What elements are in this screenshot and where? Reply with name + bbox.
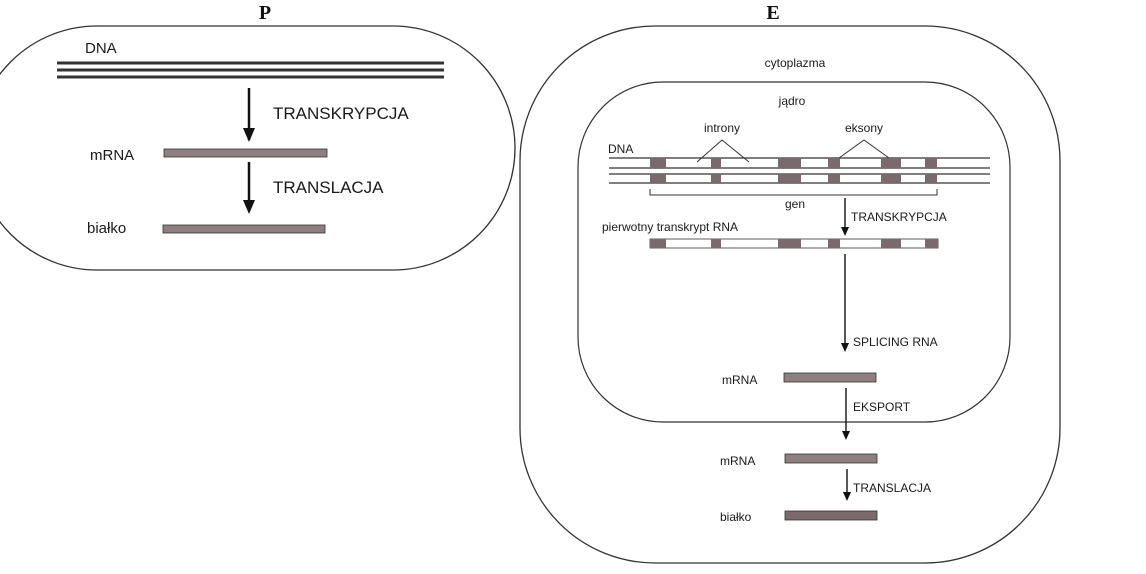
cytoplasm-mrna-bar: [784, 453, 878, 464]
nucleus-outline: [577, 81, 1011, 423]
nuclear-mrna-label: mRNA: [722, 373, 757, 387]
gene-label: gen: [785, 197, 805, 211]
cytoplasm-label: cytoplazma: [765, 56, 826, 70]
prokaryote-cell-outline: [0, 25, 516, 271]
prokaryote-heading: P: [259, 2, 271, 24]
eukaryote-translation-label: TRANSLACJA: [853, 481, 931, 495]
prokaryote-dna-label: DNA: [85, 40, 117, 57]
primary-transcript-bar: [649, 238, 939, 249]
prokaryote-protein-label: białko: [87, 220, 126, 237]
eukaryote-cell-outline: [519, 25, 1061, 564]
splicing-arrowhead: [841, 343, 849, 352]
prokaryote-mrna-bar: [163, 148, 328, 158]
eukaryote-protein-label: białko: [720, 510, 752, 524]
introns-label: introny: [704, 121, 740, 135]
prokaryote-dna-strands: [57, 61, 444, 79]
eukaryote-translation-arrowhead: [843, 492, 851, 501]
export-arrowhead: [842, 431, 850, 440]
export-label: EKSPORT: [853, 400, 911, 414]
eukaryote-dna-label: DNA: [608, 142, 633, 156]
prokaryote-translation-label: TRANSLACJA: [273, 178, 384, 197]
splicing-label: SPLICING RNA: [853, 335, 938, 349]
primary-transcript-label: pierwotny transkrypt RNA: [602, 220, 738, 234]
prokaryote-mrna-label: mRNA: [90, 147, 134, 164]
nuclear-mrna-bar: [783, 372, 877, 383]
exon-pointer-lines: [838, 139, 890, 159]
prokaryote-transcription-label: TRANSKRYPCJA: [273, 104, 409, 123]
eukaryote-transcription-label: TRANSKRYPCJA: [851, 210, 947, 224]
prokaryote-transcription-arrowhead: [243, 128, 255, 142]
prokaryote-translation-arrowhead: [243, 200, 255, 214]
dna-exon-blocks: [650, 158, 937, 183]
nucleus-label: jądro: [778, 94, 806, 108]
exons-label: eksony: [845, 121, 883, 135]
eukaryote-heading: E: [766, 2, 779, 24]
prokaryote-protein-bar: [162, 224, 326, 234]
intron-pointer-lines: [696, 139, 750, 163]
cytoplasm-mrna-label: mRNA: [720, 454, 755, 468]
gene-bracket: [649, 189, 938, 196]
eukaryote-protein-bar: [784, 510, 878, 521]
eukaryote-transcription-arrowhead: [841, 227, 849, 236]
